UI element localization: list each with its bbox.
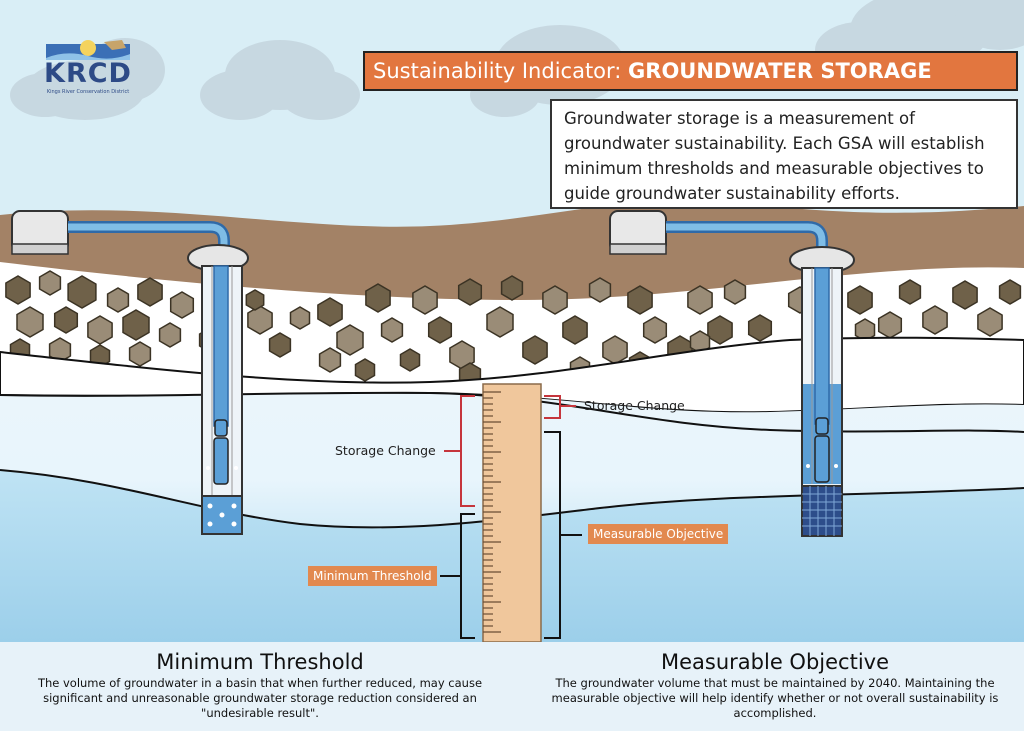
- rock: [122, 309, 150, 341]
- rock: [317, 297, 343, 327]
- measurable-objective-tag: Measurable Objective: [588, 524, 729, 544]
- rocks: [5, 270, 1022, 388]
- minimum-threshold-heading: Minimum Threshold: [156, 650, 364, 674]
- title-banner: Sustainability Indicator: GROUNDWATER ST…: [363, 51, 1018, 91]
- rock: [106, 287, 130, 313]
- rock: [427, 316, 453, 344]
- rock: [588, 277, 612, 303]
- rock: [723, 279, 747, 305]
- rock: [128, 341, 152, 367]
- rock: [245, 289, 265, 311]
- rock: [336, 324, 364, 356]
- rock: [707, 315, 733, 345]
- rock: [38, 270, 62, 296]
- rock: [380, 317, 404, 343]
- minimum-threshold-caption: Minimum Threshold The volume of groundwa…: [30, 648, 490, 721]
- rock: [522, 335, 548, 365]
- right-well: [609, 210, 855, 537]
- rock: [318, 347, 342, 373]
- rock: [500, 275, 524, 301]
- logo-subtitle: Kings River Conservation District: [46, 89, 130, 95]
- rock: [289, 306, 311, 330]
- rock: [687, 285, 713, 315]
- measurable-objective-bracket: [544, 431, 582, 639]
- minimum-threshold-text: The volume of groundwater in a basin tha…: [37, 676, 483, 720]
- rock: [137, 277, 163, 307]
- minimum-threshold-tag: Minimum Threshold: [308, 566, 437, 586]
- rock: [169, 291, 195, 319]
- logo-emblem-icon: [46, 40, 130, 60]
- storage-change-left-bracket: [444, 395, 475, 507]
- rock: [562, 315, 588, 345]
- rock: [247, 305, 273, 335]
- bottom-panel: [0, 642, 1024, 731]
- title-emphasis: GROUNDWATER STORAGE: [628, 59, 932, 83]
- rock: [53, 306, 79, 334]
- description-box: Groundwater storage is a measurement of …: [550, 99, 1018, 209]
- rock: [412, 285, 438, 315]
- rock: [354, 358, 376, 382]
- logo-name: KRCD: [44, 58, 132, 89]
- rock: [365, 283, 391, 313]
- storage-change-right-label: Storage Change: [584, 398, 685, 413]
- rock: [486, 306, 514, 338]
- rock: [16, 306, 44, 338]
- rock: [922, 305, 948, 335]
- rock: [977, 307, 1003, 337]
- rock: [602, 335, 628, 365]
- measurement-ruler: [482, 383, 542, 643]
- storage-change-left-label: Storage Change: [335, 443, 436, 458]
- storage-change-right-bracket: [544, 395, 576, 419]
- title-prefix: Sustainability Indicator:: [373, 59, 629, 83]
- rock: [847, 285, 873, 315]
- rock: [542, 285, 568, 315]
- rock: [642, 316, 668, 344]
- rock: [627, 285, 653, 315]
- water-table-high: [0, 391, 1024, 433]
- rock: [998, 279, 1022, 305]
- rock: [87, 315, 113, 345]
- left-well: [11, 210, 249, 535]
- left-pump-motor: [214, 419, 228, 437]
- measurable-objective-heading: Measurable Objective: [661, 650, 889, 674]
- rock: [5, 275, 31, 305]
- rock: [399, 348, 421, 372]
- krcd-logo: KRCD Kings River Conservation District: [42, 38, 134, 100]
- rock: [898, 279, 922, 305]
- rock: [952, 280, 978, 310]
- rock: [158, 322, 182, 348]
- rock: [747, 314, 773, 342]
- measurable-objective-caption: Measurable Objective The groundwater vol…: [528, 648, 1022, 721]
- rock: [457, 278, 483, 306]
- rock: [268, 332, 292, 358]
- rock: [67, 275, 97, 309]
- minimum-threshold-bracket: [440, 513, 475, 639]
- measurable-objective-text: The groundwater volume that must be main…: [551, 676, 999, 720]
- rock: [877, 311, 903, 339]
- right-pump-motor: [815, 417, 829, 435]
